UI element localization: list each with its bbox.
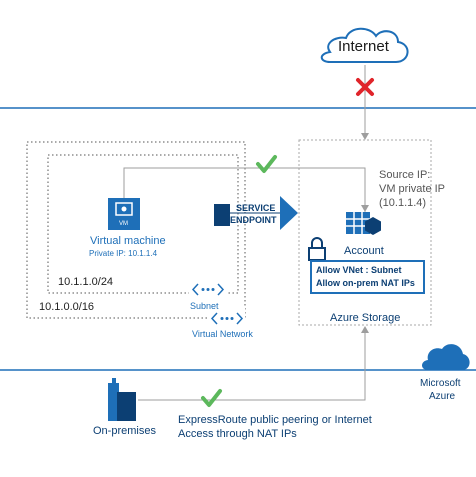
deny-x-icon <box>356 78 374 96</box>
azure-cloud-icon <box>422 344 470 370</box>
subnet-connector-icon <box>189 279 227 300</box>
internet-arrowhead <box>361 133 369 140</box>
azure-region-frame <box>0 107 476 371</box>
storage-name: Azure Storage <box>330 312 401 324</box>
vm-path-arrowhead <box>361 205 369 212</box>
service-endpoint-icon <box>214 204 230 226</box>
subnet-label: Subnet <box>190 301 219 311</box>
azure-label-1: Microsoft <box>420 378 461 389</box>
source-ip-line-2: VM private IP <box>379 183 446 195</box>
vm-label: Virtual machine <box>90 235 166 247</box>
internet-label: Internet <box>338 38 389 55</box>
lock-icon <box>308 237 326 261</box>
account-label: Account <box>344 245 384 257</box>
access-rule-onprem: Allow on-prem NAT IPs <box>316 278 415 288</box>
onprem-label: On-premises <box>93 425 156 437</box>
allow-check-icon-onprem <box>201 389 222 407</box>
access-rule-vnet: Allow VNet : Subnet <box>316 265 402 275</box>
source-ip-line-1: Source IP: <box>379 169 431 181</box>
vnet-boundary <box>26 141 246 319</box>
service-endpoint-label-2: ENDPOINT <box>230 215 277 225</box>
vnet-connector-icon <box>209 308 245 329</box>
allow-check-icon-vm <box>256 155 277 173</box>
onprem-path-arrowhead <box>361 326 369 333</box>
service-endpoint-label-1: SERVICE <box>236 203 276 213</box>
service-endpoint-arrow <box>280 196 298 230</box>
storage-account-icon <box>346 212 381 235</box>
cloud-icon <box>320 27 409 63</box>
building-icon <box>108 378 136 421</box>
azure-label-2: Azure <box>429 391 456 402</box>
subnet-boundary <box>47 154 239 294</box>
vm-icon-text: VM <box>119 221 128 227</box>
vm-icon <box>108 198 140 230</box>
source-ip-line-3: (10.1.1.4) <box>379 197 427 209</box>
vnet-cidr: 10.1.0.0/16 <box>39 301 95 313</box>
vnet-label: Virtual Network <box>192 329 253 339</box>
onprem-note-1: ExpressRoute public peering or Internet <box>178 414 372 426</box>
access-rules-box <box>310 260 425 294</box>
onprem-note-2: Access through NAT IPs <box>178 428 297 440</box>
vm-private-ip: Private IP: 10.1.1.4 <box>89 249 158 258</box>
subnet-cidr: 10.1.1.0/24 <box>58 276 114 288</box>
vm-to-account-path <box>123 167 366 212</box>
